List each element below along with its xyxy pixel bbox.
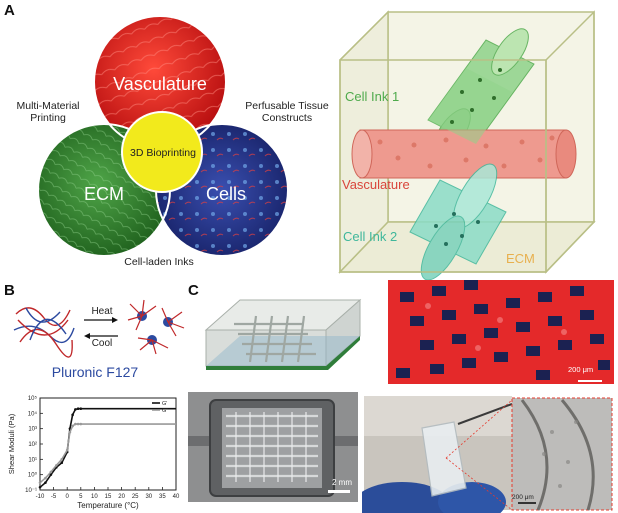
data-point (68, 430, 72, 434)
panel-d-scale-label: 2 mm (332, 478, 352, 487)
panel-f-scale-label: 200 μm (512, 494, 534, 501)
panel-e-scale-label: 200 μm (568, 365, 594, 374)
data-point (60, 458, 64, 461)
venn-cells-label: Cells (205, 184, 246, 204)
side-label-perfusable: Perfusable Tissue Constructs (245, 100, 329, 125)
center-circle (121, 111, 203, 193)
data-point (71, 424, 74, 428)
panel-c-label: C (188, 282, 199, 299)
panel-a-venn (37, 10, 596, 281)
y-tick-label: 10⁻¹ (25, 488, 37, 494)
y-tick-label: 10² (28, 442, 37, 448)
side-label-cell-laden: Cell-laden Inks (124, 256, 194, 268)
x-tick-label: 0 (66, 494, 70, 500)
y-tick-label: 10⁰ (28, 472, 38, 479)
panel-e-image (388, 280, 614, 384)
y-tick-label: 10³ (28, 427, 37, 433)
x-axis-label: Temperature (°C) (77, 501, 139, 510)
data-point (38, 481, 42, 484)
panel-d-photo (188, 392, 358, 502)
data-point (79, 422, 83, 426)
side-label-multi-material: Multi-Material Printing (16, 100, 80, 125)
data-point (65, 448, 69, 452)
data-point (76, 407, 80, 411)
venn-center-label: 3D Bioprinting (130, 147, 196, 159)
data-point (74, 422, 77, 426)
shear-moduli-chart: -10 -5 0 5 10 15 20 25 30 35 40 10⁻¹ 10⁰ 10¹ 10² 10³ 10⁴… (7, 395, 180, 510)
x-tick-label: 10 (91, 494, 98, 500)
x-tick-label: 25 (132, 494, 139, 500)
venn-vasculature-label: Vasculature (113, 74, 207, 94)
x-tick-label: 20 (118, 494, 125, 500)
y-tick-label: 10⁴ (28, 410, 38, 417)
data-point (79, 407, 83, 411)
panel-f-photos (362, 396, 613, 513)
legend-label: G' (162, 401, 167, 407)
data-point (71, 413, 74, 417)
cool-label: Cool (91, 338, 113, 349)
data-point (60, 461, 64, 465)
x-tick-label: 35 (159, 494, 166, 500)
panel-a-label: A (4, 2, 15, 19)
legend-label: G" (162, 408, 168, 414)
micelle-diagram (13, 299, 185, 358)
cube-cell-ink-2-label: Cell Ink 2 (343, 229, 398, 244)
x-tick-label: -10 (36, 494, 45, 500)
venn-ecm-label: ECM (84, 184, 124, 204)
x-tick-label: -5 (51, 494, 57, 500)
data-point (49, 470, 53, 474)
series-line (39, 423, 176, 484)
x-tick-label: 30 (145, 494, 152, 500)
data-point (74, 408, 77, 411)
cube-diagram (338, 10, 596, 281)
y-axis-label: Shear Moduli (Pa) (7, 413, 16, 474)
x-tick-label: 15 (105, 494, 112, 500)
cube-vasculature-label: Vasculature (342, 177, 410, 192)
data-point (76, 422, 80, 426)
data-point (44, 481, 47, 484)
heat-label: Heat (91, 306, 113, 317)
cube-cell-ink-1-label: Cell Ink 1 (345, 89, 400, 104)
panel-b-label: B (4, 282, 15, 299)
x-tick-label: 40 (173, 494, 180, 500)
x-tick-label: 5 (79, 494, 83, 500)
data-point (38, 485, 42, 489)
cube-ecm-label: ECM (506, 251, 535, 266)
data-point (49, 473, 53, 476)
pluronic-label: Pluronic F127 (51, 364, 139, 380)
y-tick-label: 10⁵ (28, 395, 38, 402)
series-line (39, 407, 176, 488)
y-tick-label: 10¹ (28, 457, 37, 463)
data-point (44, 476, 47, 480)
chart-frame (39, 397, 177, 491)
data-point (55, 464, 58, 467)
panel-c-scaffold (204, 298, 362, 370)
